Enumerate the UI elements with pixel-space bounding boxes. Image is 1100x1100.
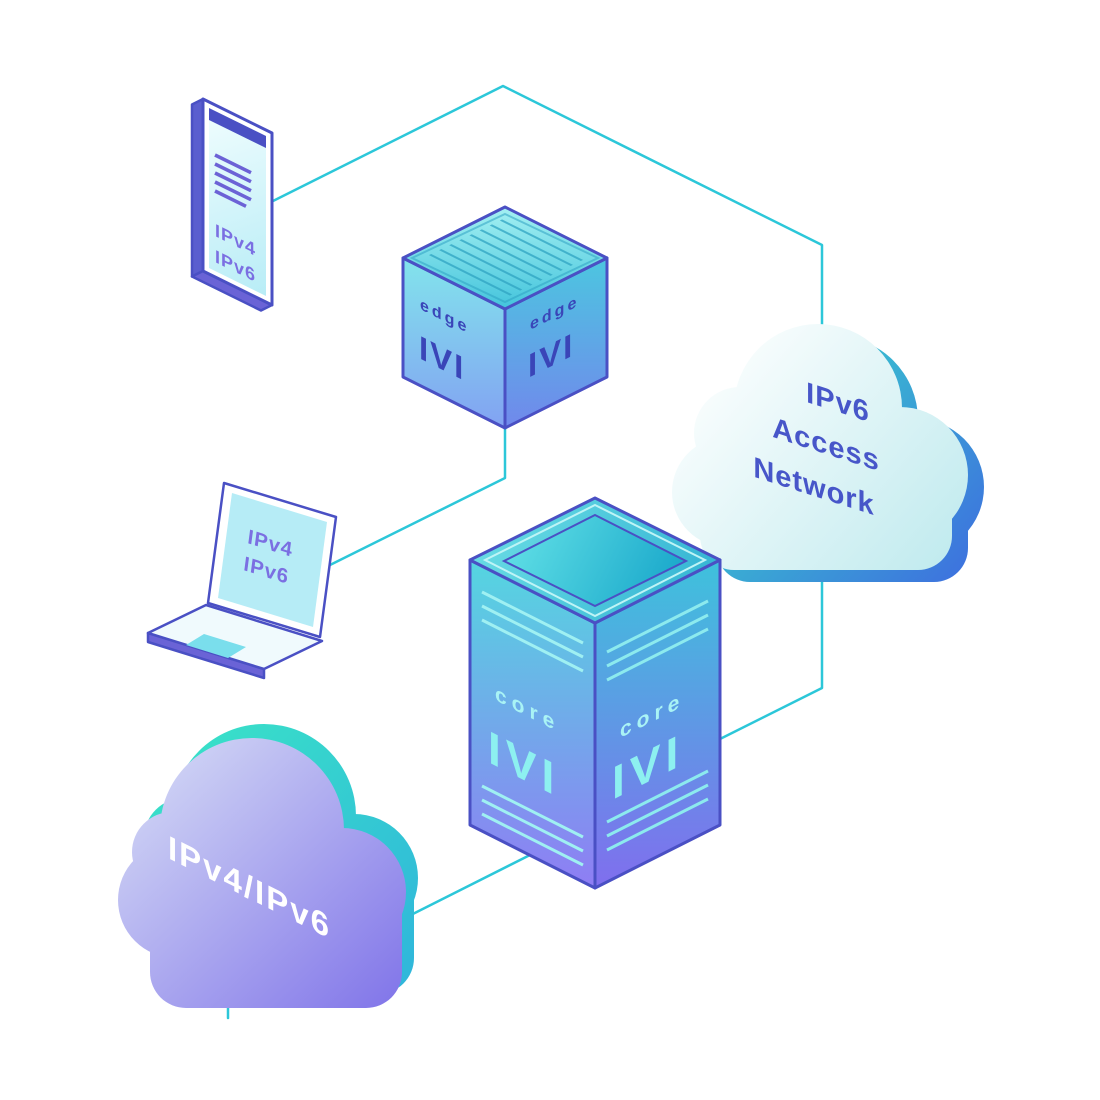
phone-text-lines-icon [214, 153, 252, 208]
core-top-inner-border [482, 503, 708, 618]
edge-cube-vent-icon [423, 218, 587, 298]
ipv6-access-cloud: IPv6 Access Network [672, 324, 984, 582]
phone-notch-bar [209, 108, 266, 148]
connector-phone-edge-cloud-core [263, 84, 824, 742]
edge-cube-top-inner-border [409, 212, 601, 304]
core-top-screen [501, 513, 689, 608]
core-router-box: core IVI core IVI [468, 496, 722, 890]
ipv4-ipv6-cloud: IPv4/IPv6 [118, 724, 418, 1008]
laptop-screen [218, 493, 327, 627]
core-left-bottom-stripes-icon [481, 784, 584, 867]
smartphone: IPv4 IPv6 [190, 97, 274, 312]
laptop: IPv4 IPv6 [146, 481, 338, 680]
laptop-base [146, 603, 324, 671]
connector-edge-laptop [328, 426, 507, 567]
core-right-bottom-stripes-icon [606, 769, 709, 852]
laptop-trackpad [186, 634, 246, 658]
transit-cloud-body [118, 738, 406, 1008]
core-right-top-stripes-icon [606, 599, 709, 682]
edge-cube-top-face [401, 205, 609, 311]
edge-router-cube: edge IVI edge IVI [401, 205, 609, 430]
core-left-top-stripes-icon [481, 590, 584, 673]
access-cloud-body [672, 324, 968, 570]
phone-side-face [190, 97, 205, 278]
